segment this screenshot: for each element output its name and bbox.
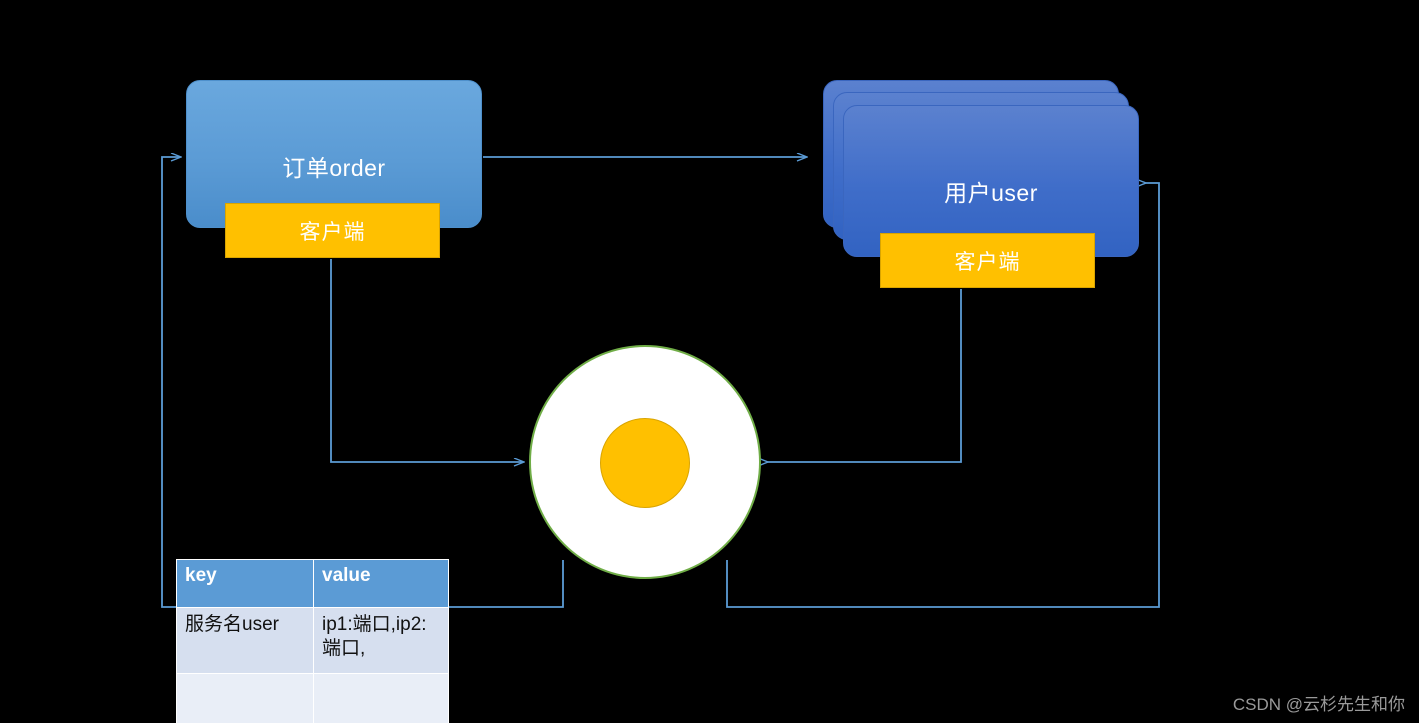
table-header-row: key value [176, 559, 449, 608]
registry-kv-table: key value 服务名user ip1:端口,ip2:端口, [176, 559, 449, 723]
table-cell-key: 服务名user [176, 607, 314, 674]
table-cell-key [176, 673, 314, 723]
table-row: 服务名user ip1:端口,ip2:端口, [176, 607, 449, 674]
node-user-service[interactable]: 用户user [843, 105, 1139, 257]
user-client-bar[interactable]: 客户端 [880, 233, 1095, 288]
node-order-service-label: 订单order [282, 154, 386, 181]
table-header-value: value [313, 559, 449, 608]
order-client-label: 客户端 [299, 220, 366, 244]
user-client-label: 客户端 [954, 250, 1021, 274]
node-user-service-label: 用户user [944, 179, 1038, 206]
connector-order-client-to-registry [330, 259, 523, 462]
table-cell-value [313, 673, 449, 723]
table-cell-value: ip1:端口,ip2:端口, [313, 607, 449, 674]
connector-user-client-to-registry [767, 289, 962, 462]
watermark: CSDN @云杉先生和你 [1232, 695, 1405, 714]
table-row [176, 673, 449, 723]
node-registry-core-icon [600, 418, 690, 508]
table-header-key: key [176, 559, 314, 608]
order-client-bar[interactable]: 客户端 [225, 203, 440, 258]
